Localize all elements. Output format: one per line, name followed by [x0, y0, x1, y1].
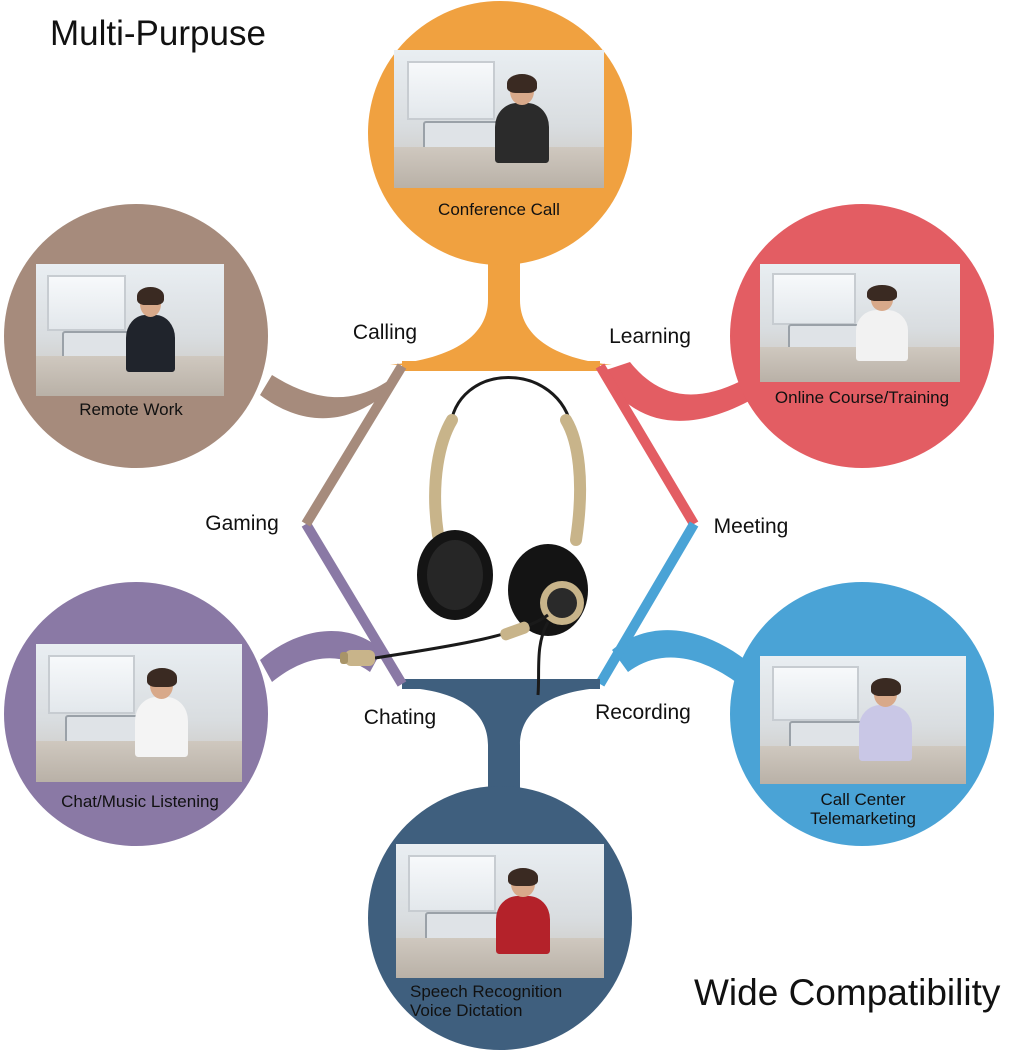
footer-title: Wide Compatibility [694, 972, 1001, 1013]
node-remote-work: Remote Work [36, 264, 226, 424]
node-label-call-center: Call Center Telemarketing [758, 790, 968, 828]
node-label-line: Speech Recognition [410, 982, 563, 1001]
node-label-online-course: Online Course/Training [756, 388, 968, 407]
call-center-agents-photo [760, 656, 966, 784]
edge-label-calling: Calling [352, 321, 418, 344]
node-online-course: Online Course/Training [756, 264, 968, 414]
node-call-center: Call Center Telemarketing [758, 656, 968, 831]
node-label-conference-call: Conference Call [394, 200, 604, 219]
headset-icon [340, 376, 588, 696]
connectors [260, 240, 760, 808]
node-chat-music: Chat/Music Listening [34, 644, 246, 814]
businesswoman-photo [36, 264, 224, 396]
connector-online-course [600, 362, 760, 421]
node-label-line: Voice Dictation [410, 1001, 523, 1020]
hex-edge-learning [595, 363, 699, 527]
edge-label-chating: Chating [363, 706, 437, 729]
hex-edge-remote [301, 363, 407, 527]
office-team-photo [394, 50, 604, 188]
woman-at-laptop-photo [36, 644, 242, 782]
students-headsets-photo [760, 264, 960, 382]
edge-label-gaming: Gaming [205, 512, 279, 535]
connector-chat-music [260, 631, 382, 682]
node-label-remote-work: Remote Work [36, 400, 226, 419]
connector-speech-recognition [410, 688, 600, 808]
connector-call-center [612, 630, 752, 685]
node-conference-call: Conference Call [394, 50, 604, 230]
page-title: Multi-Purpuse [50, 14, 266, 53]
node-label-line: Online Course/Training [774, 388, 950, 407]
edge-label-meeting: Meeting [713, 515, 789, 538]
node-label-line: Telemarketing [810, 809, 916, 828]
node-label-line: Call Center [820, 790, 906, 809]
node-label-speech-recognition: Speech Recognition Voice Dictation [410, 982, 606, 1020]
node-label-line: Remote Work [79, 400, 183, 419]
connector-remote-work [260, 372, 400, 419]
node-label-chat-music: Chat/Music Listening [34, 792, 246, 811]
node-label-line: Chat/Music Listening [61, 792, 219, 811]
hex-edge-meeting [595, 521, 699, 687]
node-speech-recognition: Speech Recognition Voice Dictation [394, 844, 606, 1020]
edge-label-recording: Recording [595, 701, 691, 724]
agent-with-laptop-photo [396, 844, 604, 978]
edge-label-learning: Learning [609, 325, 691, 348]
connector-conference-call [390, 240, 612, 365]
node-label-line: Conference Call [438, 200, 560, 219]
